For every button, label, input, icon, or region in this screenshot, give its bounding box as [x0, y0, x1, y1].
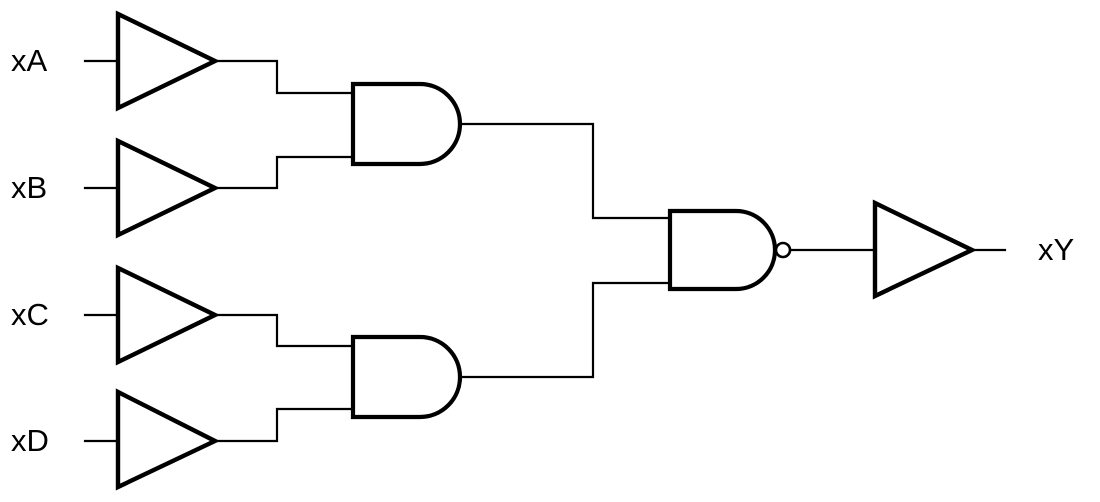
buffer-gate-b[interactable]	[115, 137, 221, 239]
wire-buffer-a-to-and1	[213, 59, 355, 95]
wire-buffer-d-to-and2	[213, 407, 355, 443]
buffer-gate-c[interactable]	[115, 264, 221, 366]
input-label-xd: xD	[11, 423, 49, 458]
output-buffer-gate[interactable]	[872, 199, 978, 300]
wire-and2-to-nand	[458, 281, 672, 379]
input-label-xb: xB	[11, 170, 47, 205]
label-group: xA xB xC xD xY	[11, 43, 1074, 458]
buffer-gate-d[interactable]	[115, 388, 221, 491]
wire-buffer-b-to-and1	[213, 155, 355, 190]
gate-group-output	[872, 199, 978, 300]
input-label-xc: xC	[11, 297, 49, 332]
output-label-xy: xY	[1038, 232, 1074, 267]
gate-group-buffers	[115, 10, 221, 491]
gate-group-nand	[667, 208, 792, 292]
input-label-xa: xA	[11, 43, 48, 78]
and-gate-1[interactable]	[350, 81, 463, 167]
nand-gate[interactable]	[667, 208, 778, 292]
gate-group-and	[350, 81, 463, 420]
wire-group	[83, 59, 1007, 443]
buffer-gate-a[interactable]	[115, 10, 221, 112]
and-gate-2[interactable]	[350, 334, 463, 420]
wire-buffer-c-to-and2	[213, 313, 355, 348]
wire-and1-to-nand	[458, 122, 672, 220]
inversion-bubble-icon	[774, 241, 792, 259]
